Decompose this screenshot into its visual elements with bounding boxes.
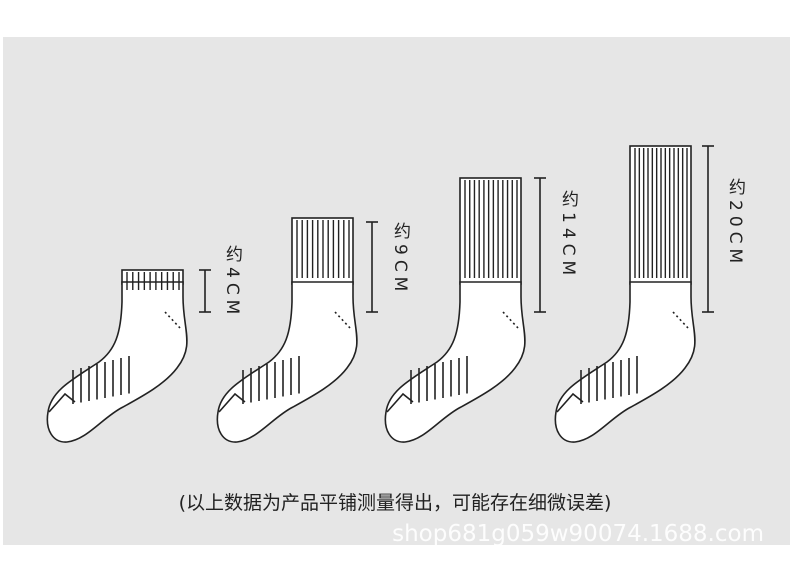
toe-seam (556, 392, 584, 413)
sock-foot (554, 281, 696, 443)
sock-crew-length-label: 约20CM (725, 178, 745, 269)
toe-seam (218, 392, 246, 413)
sock-foot (46, 281, 188, 443)
sock-crew (554, 145, 714, 443)
heel-seam (334, 311, 351, 329)
sock-low (216, 217, 378, 443)
measurement-note: (以上数据为产品平铺测量得出，可能存在细微误差) (178, 492, 612, 514)
heel-seam (672, 311, 689, 329)
toe-seam (386, 392, 414, 413)
heel-seam (164, 311, 181, 329)
sock-mid (384, 177, 546, 443)
sock-ankle-length-label: 约4CM (222, 245, 242, 320)
sock-mid-length-label: 约14CM (558, 190, 578, 281)
toe-seam (48, 392, 76, 413)
watermark: shop681g059w90074.1688.com (392, 521, 764, 547)
sock-ankle (46, 269, 211, 443)
heel-seam (502, 311, 519, 329)
sock-low-length-label: 约9CM (390, 222, 410, 297)
sock-foot (384, 281, 526, 443)
